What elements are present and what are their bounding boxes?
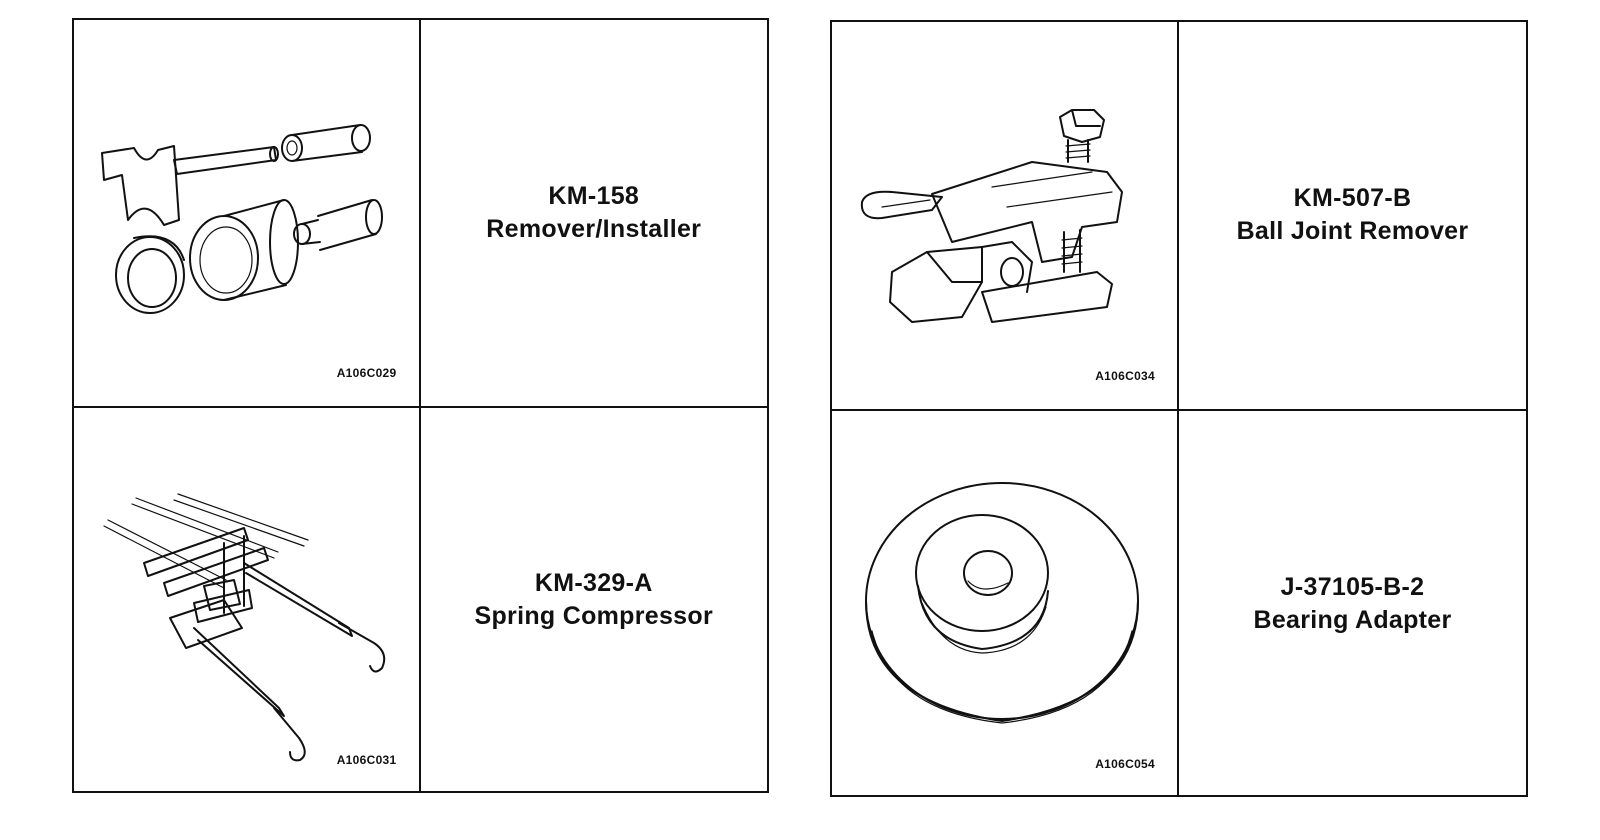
tool-number: KM-158: [548, 181, 640, 210]
tool-row: A106C029 KM-158 Remover/Installer: [74, 20, 767, 406]
tool-number: KM-507-B: [1293, 184, 1412, 213]
spring-compressor-icon: [103, 492, 386, 761]
tool-number: J-37105-B-2: [1280, 572, 1425, 601]
tool-image-cell: A106C029: [74, 20, 421, 406]
tool-name: Spring Compressor: [474, 602, 713, 631]
tool-image-cell: A106C031: [74, 407, 421, 793]
figure-code: A106C034: [1095, 368, 1155, 383]
tool-number: KM-329-A: [534, 569, 653, 598]
bearing-adapter-icon: [865, 481, 1139, 724]
figure-code: A106C031: [336, 753, 397, 767]
tool-label-cell: KM-158 Remover/Installer: [421, 20, 768, 406]
tool-name: Ball Joint Remover: [1236, 217, 1469, 246]
tool-image-cell: A106C034: [832, 22, 1179, 409]
tool-label-cell: J-37105-B-2 Bearing Adapter: [1179, 411, 1526, 798]
tool-name: Bearing Adapter: [1253, 605, 1452, 634]
tool-row: A106C034 KM-507-B Ball Joint Remover: [832, 22, 1526, 409]
tool-table-right: A106C034 KM-507-B Ball Joint Remover: [830, 20, 1528, 797]
tool-row: A106C054 J-37105-B-2 Bearing Adapter: [832, 408, 1526, 798]
tool-label-cell: KM-507-B Ball Joint Remover: [1179, 22, 1526, 409]
remover-installer-set-icon: [101, 124, 383, 314]
figure-code: A106C029: [336, 365, 397, 380]
figure-code: A106C054: [1095, 757, 1155, 771]
ball-joint-remover-icon: [860, 109, 1123, 323]
tool-label-cell: KM-329-A Spring Compressor: [421, 408, 768, 794]
tool-table-left: A106C029 KM-158 Remover/Installer: [72, 18, 769, 793]
tool-image-cell: A106C054: [832, 410, 1179, 797]
tool-row: A106C031 KM-329-A Spring Compressor: [74, 405, 768, 794]
tool-name: Remover/Installer: [486, 214, 702, 243]
